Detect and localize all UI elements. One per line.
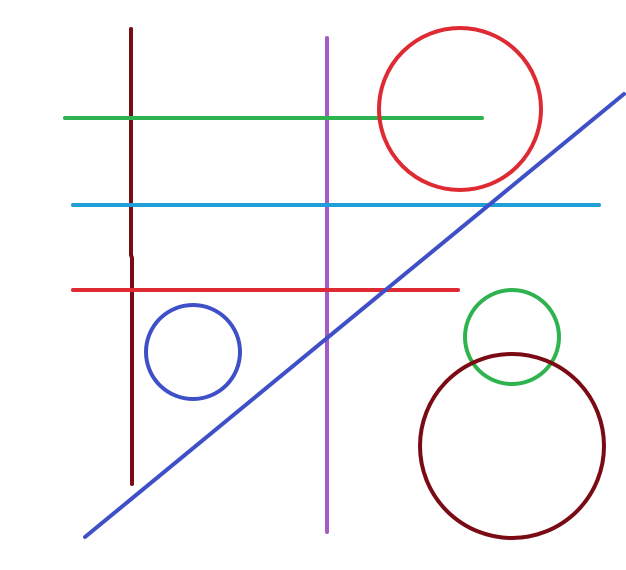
green-circle: [463, 288, 561, 386]
blue-diagonal-line: [83, 92, 626, 539]
dark-red-circle: [418, 352, 606, 540]
blue-circle: [144, 303, 242, 401]
red-circle: [377, 26, 543, 192]
dark-red-vertical-line: [129, 27, 134, 486]
